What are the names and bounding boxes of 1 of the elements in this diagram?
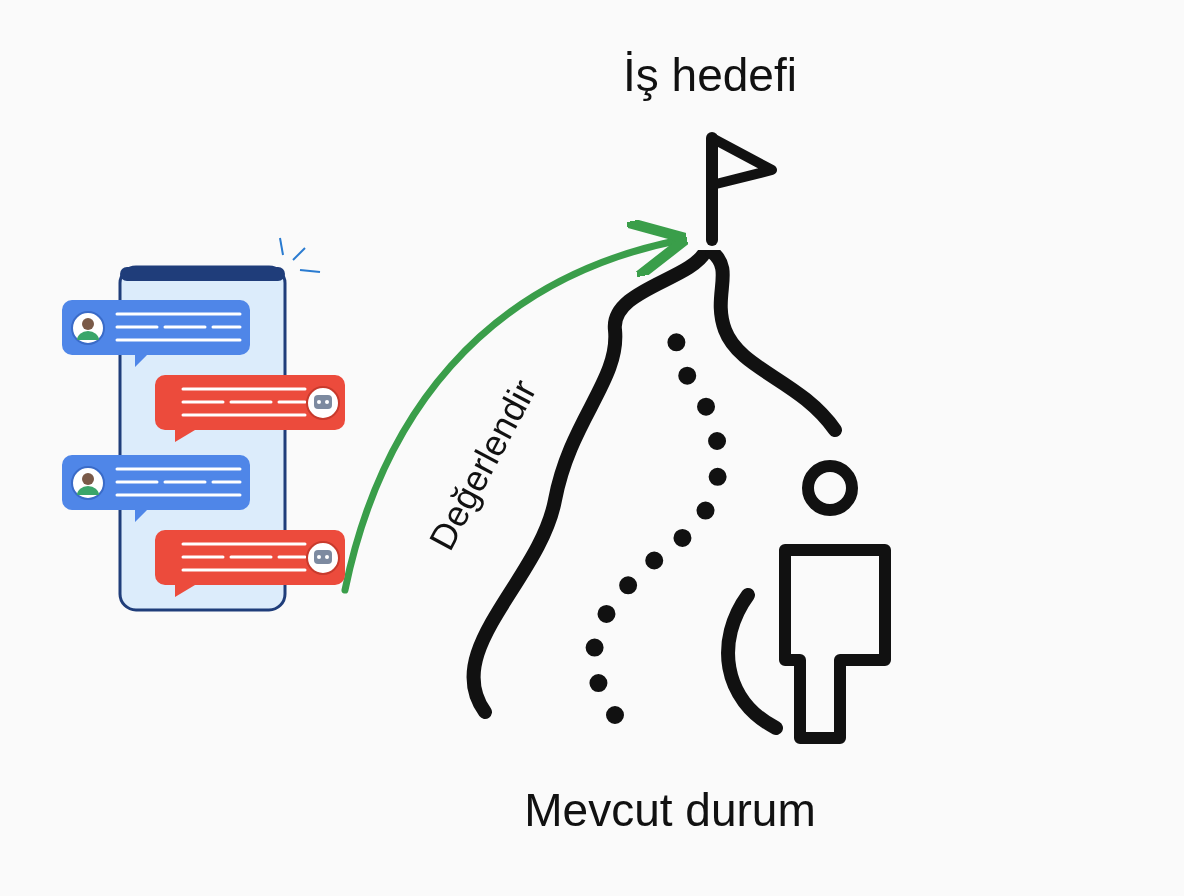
current-state-label: Mevcut durum <box>524 787 816 833</box>
